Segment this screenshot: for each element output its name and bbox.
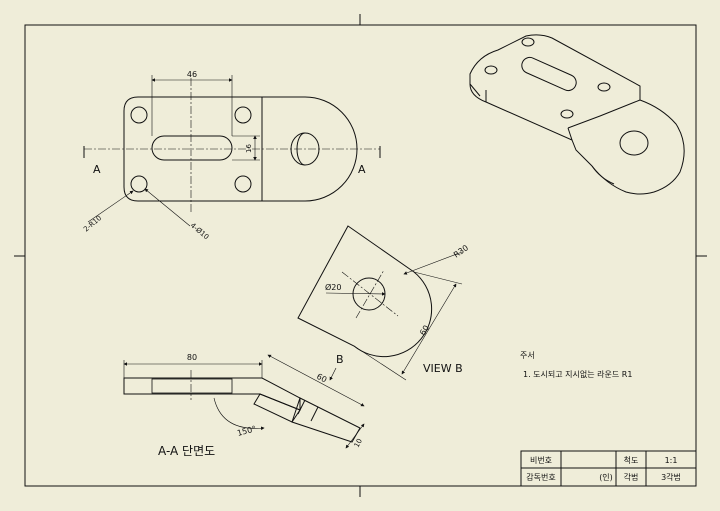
dim-d20: Ø20	[325, 282, 341, 292]
hole	[130, 106, 148, 124]
hole	[234, 106, 252, 124]
dim-80: 80	[187, 353, 197, 362]
dim-r30: R30	[452, 243, 470, 259]
title-cell: 각법	[624, 472, 639, 482]
dim-16: 16	[245, 144, 253, 153]
top-view-outline	[123, 96, 358, 202]
section-label-a: A	[93, 163, 101, 176]
section-label-a: A	[358, 163, 366, 176]
view-b-arrow: B	[336, 353, 344, 366]
section-a-a: 80 60 10 150° B A-A 단면도	[123, 353, 365, 458]
dim-10: 10	[353, 437, 364, 449]
top-view-dimensions: 46 16 2-R10 4-Ø10	[82, 70, 260, 241]
section-marks: A A	[83, 146, 381, 176]
title-block: 비번호 척도 1:1 감독번호 (인) 각법 3각법	[520, 450, 697, 487]
title-cell: 비번호	[530, 456, 552, 465]
view-b: Ø20 R30 60 VIEW B	[297, 225, 470, 381]
view-b-outline	[297, 225, 433, 358]
sheet-border	[24, 24, 697, 487]
center-slot	[151, 135, 233, 161]
section-title: A-A 단면도	[158, 444, 215, 458]
note-item: 1. 도시되고 지시없는 라운드 R1	[523, 370, 632, 379]
title-cell: 1:1	[665, 456, 678, 465]
hole	[234, 175, 252, 193]
notes-heading: 주서	[520, 351, 535, 360]
title-cell: (인)	[599, 472, 613, 482]
isometric-view	[469, 34, 685, 195]
dim-4d10: 4-Ø10	[189, 221, 211, 241]
top-view	[84, 78, 380, 214]
title-cell: 척도	[624, 456, 639, 465]
notes: 주서 1. 도시되고 지시없는 라운드 R1	[520, 351, 632, 379]
dim-2r10: 2-R10	[82, 214, 103, 233]
view-b-title: VIEW B	[423, 362, 463, 375]
center-marks	[14, 14, 707, 497]
dim-46: 46	[187, 70, 197, 79]
dim-60-bent: 60	[315, 372, 328, 385]
hole	[130, 175, 148, 193]
title-cell: 3각법	[661, 472, 681, 482]
title-cell: 감독번호	[526, 472, 555, 482]
